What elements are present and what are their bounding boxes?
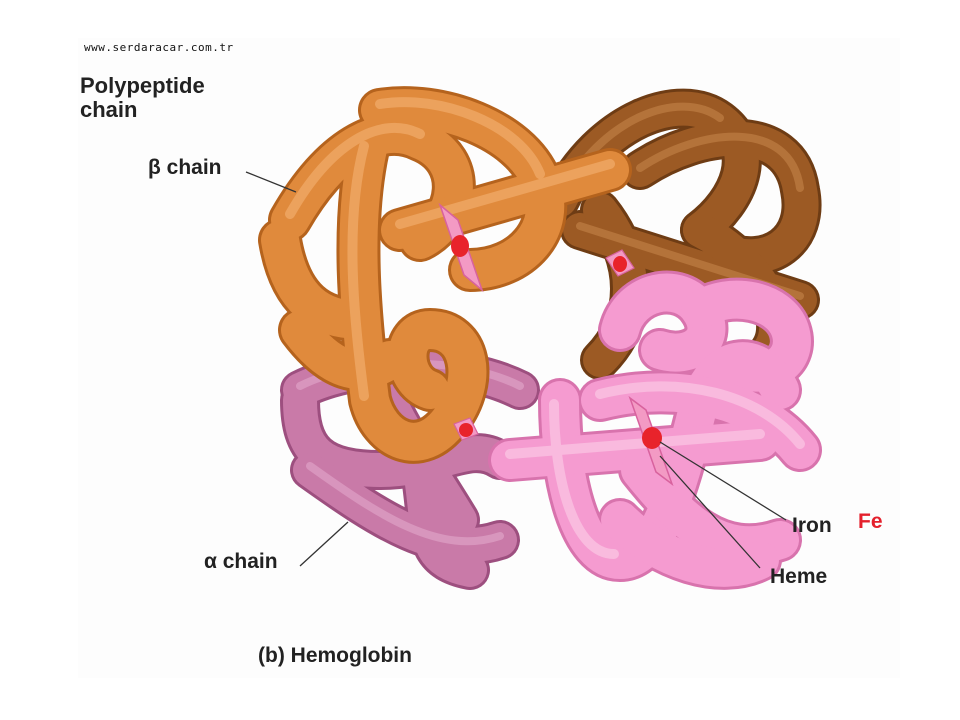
alpha-chain-label: α chain — [204, 550, 278, 573]
heme-group-beta-front — [438, 202, 484, 293]
heading-line-1: Polypeptide — [80, 73, 205, 98]
heme-group-beta-back — [605, 249, 635, 277]
alpha-chain-front — [488, 270, 822, 590]
iron-leader — [659, 441, 787, 521]
alpha-chain-leader — [299, 521, 349, 567]
fe-label: Fe — [858, 510, 883, 533]
figure-heading: Polypeptide chain — [80, 74, 205, 122]
heme-leader — [659, 455, 761, 569]
iron-label: Iron — [792, 514, 832, 537]
heme-group-alpha-front — [628, 395, 674, 487]
figure-caption: (b) Hemoglobin — [258, 644, 412, 667]
beta-chain-label: β chain — [148, 156, 222, 179]
leader-lines — [245, 171, 787, 569]
heading-line-2: chain — [80, 97, 138, 122]
heme-group-alpha-back — [453, 417, 479, 441]
heme-label: Heme — [770, 565, 828, 588]
beta-chain-leader — [245, 171, 297, 193]
watermark: www.serdaracar.com.tr — [84, 41, 234, 54]
